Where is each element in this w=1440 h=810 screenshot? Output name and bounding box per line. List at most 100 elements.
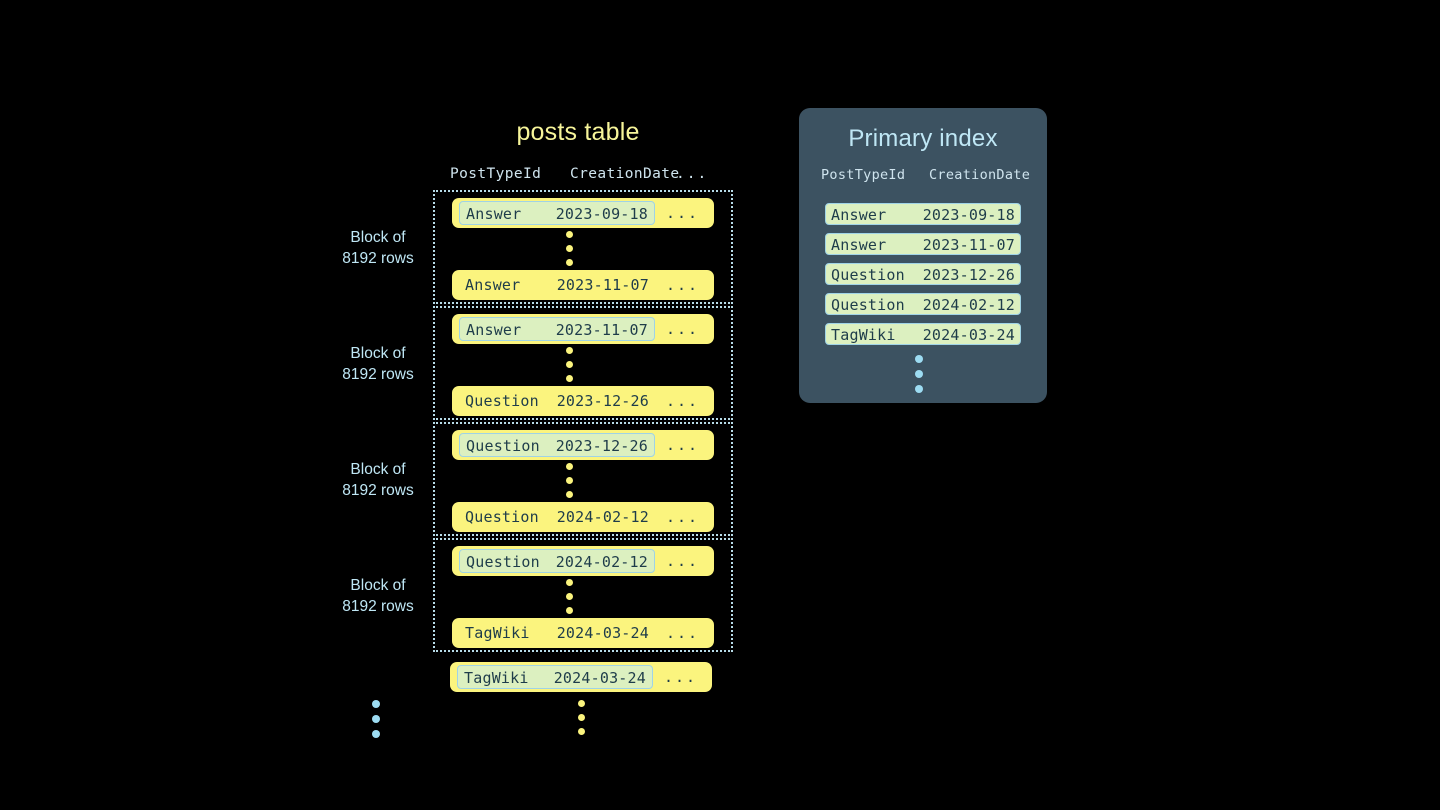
vertical-ellipsis-icon	[915, 355, 925, 393]
block-label-line1: Block of	[350, 345, 406, 362]
cell-creationdate: 2023-09-18	[555, 205, 648, 223]
index-row[interactable]: Question 2023-12-26	[825, 263, 1021, 285]
row-key-highlight: Question 2023-12-26	[459, 433, 655, 457]
block-group: Block of 8192 rows Answer 2023-11-07 ...…	[330, 306, 740, 422]
cell-more: ...	[666, 276, 700, 294]
cell-posttypeid: Question	[466, 553, 540, 571]
vertical-ellipsis-icon	[566, 231, 575, 267]
column-header-posttypeid: PostTypeId	[821, 167, 906, 183]
cell-creationdate: 2023-12-26	[555, 437, 648, 455]
index-row[interactable]: Answer 2023-11-07	[825, 233, 1021, 255]
block-label: Block of 8192 rows	[330, 190, 426, 306]
cell-creationdate: 2023-11-07	[556, 276, 649, 294]
cell-posttypeid: TagWiki	[831, 326, 896, 344]
cell-creationdate: 2024-02-12	[555, 553, 648, 571]
blocks-vertical-ellipsis-icon	[372, 700, 381, 738]
block-group: Block of 8192 rows Question 2023-12-26 .…	[330, 422, 740, 538]
block-boundary: Question 2023-12-26 ... Question 2024-02…	[433, 422, 733, 536]
primary-index-title: Primary index	[848, 125, 998, 152]
row-key-cells: Question 2024-02-12	[459, 505, 655, 529]
cell-posttypeid: Question	[831, 266, 905, 284]
row-key-highlight: Answer 2023-11-07	[459, 317, 655, 341]
cell-posttypeid: Answer	[831, 206, 887, 224]
cell-creationdate: 2023-11-07	[555, 321, 648, 339]
cell-more: ...	[666, 624, 700, 642]
block-boundary: Answer 2023-11-07 ... Question 2023-12-2…	[433, 306, 733, 420]
primary-index-column-headers: PostTypeId CreationDate	[821, 167, 1031, 187]
cell-more: ...	[666, 436, 700, 454]
block-label: Block of 8192 rows	[330, 538, 426, 654]
cell-more: ...	[666, 552, 700, 570]
cell-more: ...	[664, 668, 698, 686]
cell-creationdate: 2023-11-07	[922, 236, 1015, 254]
row-key-cells: Answer 2023-11-07	[459, 273, 655, 297]
row-key-highlight: TagWiki 2024-03-24	[457, 665, 653, 689]
row-key-highlight: Question 2024-02-12	[459, 549, 655, 573]
block-group: Block of 8192 rows Answer 2023-09-18 ...…	[330, 190, 740, 306]
vertical-ellipsis-icon	[566, 347, 575, 383]
vertical-ellipsis-icon	[566, 579, 575, 615]
cell-more: ...	[666, 508, 700, 526]
row-key-highlight: Answer 2023-09-18	[459, 201, 655, 225]
column-header-more: ...	[676, 166, 709, 182]
table-row[interactable]: Question 2024-02-12 ...	[452, 546, 714, 576]
row-key-cells: TagWiki 2024-03-24	[459, 621, 655, 645]
table-row[interactable]: Question 2023-12-26 ...	[452, 386, 714, 416]
index-row[interactable]: Answer 2023-09-18	[825, 203, 1021, 225]
cell-creationdate: 2024-02-12	[556, 508, 649, 526]
cell-posttypeid: Question	[465, 392, 539, 410]
table-row[interactable]: Answer 2023-09-18 ...	[452, 198, 714, 228]
cell-creationdate: 2023-09-18	[922, 206, 1015, 224]
cell-creationdate: 2024-03-24	[553, 669, 646, 687]
cell-creationdate: 2023-12-26	[556, 392, 649, 410]
trailing-area: TagWiki 2024-03-24 ...	[330, 662, 740, 742]
cell-creationdate: 2024-03-24	[922, 326, 1015, 344]
vertical-ellipsis-icon	[566, 463, 575, 499]
cell-posttypeid: Answer	[466, 205, 522, 223]
block-label-line1: Block of	[350, 229, 406, 246]
index-row[interactable]: Question 2024-02-12	[825, 293, 1021, 315]
index-row[interactable]: TagWiki 2024-03-24	[825, 323, 1021, 345]
block-boundary: Question 2024-02-12 ... TagWiki 2024-03-…	[433, 538, 733, 652]
table-row[interactable]: TagWiki 2024-03-24 ...	[452, 618, 714, 648]
cell-posttypeid: Question	[465, 508, 539, 526]
cell-posttypeid: Answer	[466, 321, 522, 339]
column-header-creationdate: CreationDate	[570, 166, 680, 182]
block-label-line2: 8192 rows	[342, 250, 414, 267]
vertical-ellipsis-icon	[578, 700, 587, 736]
table-row[interactable]: Answer 2023-11-07 ...	[452, 314, 714, 344]
cell-more: ...	[666, 320, 700, 338]
block-label-line2: 8192 rows	[342, 366, 414, 383]
cell-posttypeid: Answer	[831, 236, 887, 254]
block-label-line2: 8192 rows	[342, 598, 414, 615]
row-key-cells: Question 2023-12-26	[459, 389, 655, 413]
posts-table-column-headers: PostTypeId CreationDate ...	[450, 166, 725, 186]
cell-posttypeid: Question	[466, 437, 540, 455]
cell-posttypeid: Answer	[465, 276, 521, 294]
block-label-line1: Block of	[350, 461, 406, 478]
primary-index-rows: Answer 2023-09-18 Answer 2023-11-07 Ques…	[825, 203, 1021, 353]
block-label: Block of 8192 rows	[330, 306, 426, 422]
cell-creationdate: 2024-03-24	[556, 624, 649, 642]
table-row[interactable]: TagWiki 2024-03-24 ...	[450, 662, 712, 692]
cell-more: ...	[666, 392, 700, 410]
blocks-stack: Block of 8192 rows Answer 2023-09-18 ...…	[330, 190, 740, 654]
cell-posttypeid: TagWiki	[464, 669, 529, 687]
table-row[interactable]: Question 2023-12-26 ...	[452, 430, 714, 460]
block-label-line1: Block of	[350, 577, 406, 594]
primary-index-panel: Primary index PostTypeId CreationDate An…	[799, 108, 1047, 403]
cell-creationdate: 2024-02-12	[922, 296, 1015, 314]
cell-more: ...	[666, 204, 700, 222]
column-header-creationdate: CreationDate	[929, 167, 1031, 183]
table-row[interactable]: Question 2024-02-12 ...	[452, 502, 714, 532]
block-group: Block of 8192 rows Question 2024-02-12 .…	[330, 538, 740, 654]
column-header-posttypeid: PostTypeId	[450, 166, 542, 182]
cell-posttypeid: Question	[831, 296, 905, 314]
block-label-line2: 8192 rows	[342, 482, 414, 499]
block-label: Block of 8192 rows	[330, 422, 426, 538]
posts-table-title: posts table	[516, 118, 640, 146]
table-row[interactable]: Answer 2023-11-07 ...	[452, 270, 714, 300]
posts-table-section: posts table PostTypeId CreationDate ... …	[330, 118, 740, 738]
cell-creationdate: 2023-12-26	[922, 266, 1015, 284]
block-boundary: Answer 2023-09-18 ... Answer 2023-11-07 …	[433, 190, 733, 304]
